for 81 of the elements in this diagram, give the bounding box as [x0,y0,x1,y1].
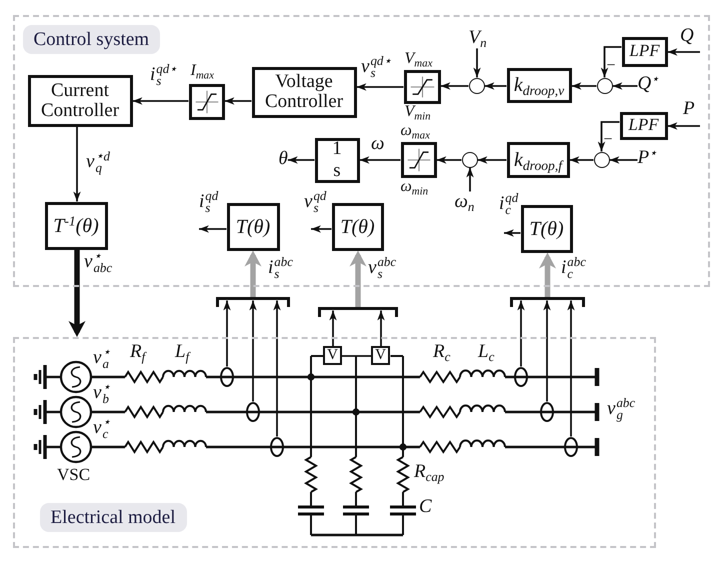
arrow [517,300,525,366]
summing-junction [468,78,484,94]
block-label: LPF [628,116,659,135]
gain-block [506,68,572,102]
arrow [572,82,596,90]
fraction-term: 1 [332,139,342,159]
signal-label: ω$_{n}$ [454,192,474,212]
block-label: T(θ) [236,216,270,238]
sign-label: − [606,58,616,74]
measurement-bracket [510,297,585,307]
sign-label: − [604,132,613,148]
controller-block [252,66,356,118]
block-label: k$_{droop,f}$ [514,148,562,170]
arrow [223,300,231,366]
arrow [224,97,252,105]
signal-label: ω [371,134,384,155]
measurement-bracket [318,307,398,317]
thick-arrow [350,250,366,307]
arrow [360,156,400,164]
limit-label: ω$_{min}$ [400,178,428,196]
limit-label: V$_{max}$ [404,50,432,68]
arrow [440,82,468,90]
block-label: k$_{droop,v}$ [514,74,564,96]
arrow [132,97,188,105]
block-label: T(θ) [340,216,375,238]
signal-label: P [683,99,695,120]
arrow [504,229,520,237]
arrow [610,156,638,164]
arrow [436,156,462,164]
arrow [288,156,314,164]
saturation-block [404,70,440,104]
arrow [473,48,481,78]
arrow [73,126,81,202]
filter-block [622,36,668,66]
arrow [329,310,337,346]
signal-label: V$_{n}$ [468,28,487,48]
arrow [199,225,226,233]
arrow [478,156,506,164]
arrow [598,121,620,152]
limit-label: ω$_{max}$ [400,122,430,140]
thick-arrow [539,252,556,297]
dashed-panel [13,15,710,287]
integrator-block [314,138,360,182]
transform-block [332,202,384,250]
arrow [668,48,700,56]
signal-label: Q$^{⋆}$ [638,74,660,94]
limit-label: V$_{min}$ [404,104,431,120]
arrow [600,46,622,78]
block-label: T(θ) [529,218,564,240]
transform-block [520,204,572,252]
filter-block [620,112,668,140]
panel-title: Control system [22,24,160,54]
arrow [311,225,332,233]
arrow [356,83,404,91]
thick-arrow [68,250,86,337]
transform-block [226,202,280,250]
arrow [466,168,474,192]
arrow [377,310,385,346]
measurement-bracket [216,297,290,307]
signal-label: Q [680,26,694,47]
block-label: Voltage Controller [264,72,344,112]
gain-block [506,142,570,178]
controller-block [28,74,132,126]
saturation-block [188,84,224,120]
summing-junction [594,152,610,168]
summing-junction [462,152,478,168]
block-label: T$^{-1}$(θ) [53,214,99,236]
signal-label: θ [278,148,288,170]
arrow [668,122,700,130]
block-label: Current Controller [40,80,120,120]
arrow [570,156,594,164]
thick-arrow [244,250,262,297]
summing-junction [596,78,612,94]
arrow [612,82,638,90]
signal-label: P$^{⋆}$ [638,148,658,168]
arrow [484,82,506,90]
fraction-term: s [333,161,341,181]
saturation-block [400,142,436,178]
limit-label: I$_{max}$ [190,62,214,80]
transform-block [44,202,108,250]
block-label: LPF [629,42,660,61]
